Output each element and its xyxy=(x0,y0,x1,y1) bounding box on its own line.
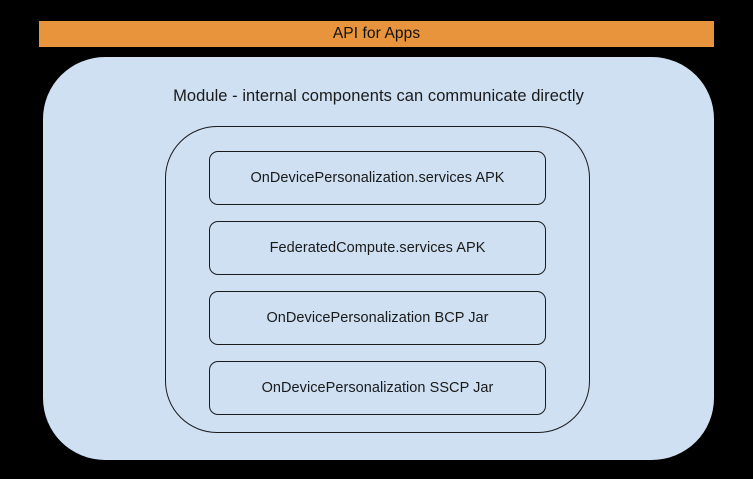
component-box-label: OnDevicePersonalization BCP Jar xyxy=(266,310,489,326)
component-box-ondevicepersonalization-services-apk: OnDevicePersonalization.services APK xyxy=(209,151,546,205)
component-box-label: OnDevicePersonalization.services APK xyxy=(250,170,505,186)
module-card: Module - internal components can communi… xyxy=(43,57,714,460)
component-box-ondevicepersonalization-bcp-jar: OnDevicePersonalization BCP Jar xyxy=(209,291,546,345)
internal-components-container xyxy=(165,126,590,433)
api-for-apps-label: API for Apps xyxy=(332,25,421,43)
component-box-label: OnDevicePersonalization SSCP Jar xyxy=(261,380,494,396)
component-box-label: FederatedCompute.services APK xyxy=(269,240,486,256)
component-stack: OnDevicePersonalization.services APK Fed… xyxy=(209,151,546,415)
module-heading: Module - internal components can communi… xyxy=(173,87,584,105)
component-box-ondevicepersonalization-sscp-jar: OnDevicePersonalization SSCP Jar xyxy=(209,361,546,415)
component-box-federatedcompute-services-apk: FederatedCompute.services APK xyxy=(209,221,546,275)
api-for-apps-bar: API for Apps xyxy=(39,21,714,47)
